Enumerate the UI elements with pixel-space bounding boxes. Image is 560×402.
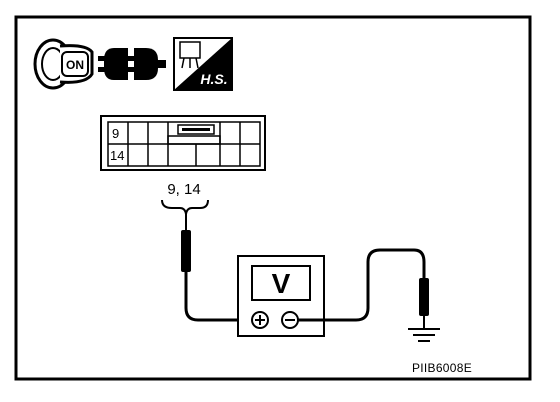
- ground-icon: [408, 328, 440, 342]
- ignition-on-label: ON: [66, 58, 84, 72]
- negative-probe: [298, 248, 429, 328]
- positive-probe: [181, 214, 250, 322]
- probe-pins-label: 9, 14: [167, 181, 200, 198]
- connector-face: 9 14: [100, 115, 266, 171]
- pin-label-14: 14: [110, 148, 124, 163]
- pins-brace: [161, 199, 209, 215]
- negative-terminal: [281, 311, 299, 329]
- ignition-key-icon: ON: [33, 38, 94, 90]
- harness-connector-icon: [179, 41, 201, 69]
- positive-terminal: [251, 311, 269, 329]
- diagram-frame: [14, 15, 532, 381]
- harness-side-icon: H.S.: [173, 37, 233, 91]
- voltmeter-label: V: [272, 268, 291, 299]
- reference-code: PIIB6008E: [412, 361, 472, 375]
- connector-disconnected-icon: [98, 48, 166, 80]
- pin-label-9: 9: [112, 126, 119, 141]
- harness-side-label: H.S.: [200, 71, 227, 87]
- voltmeter: V: [237, 255, 325, 337]
